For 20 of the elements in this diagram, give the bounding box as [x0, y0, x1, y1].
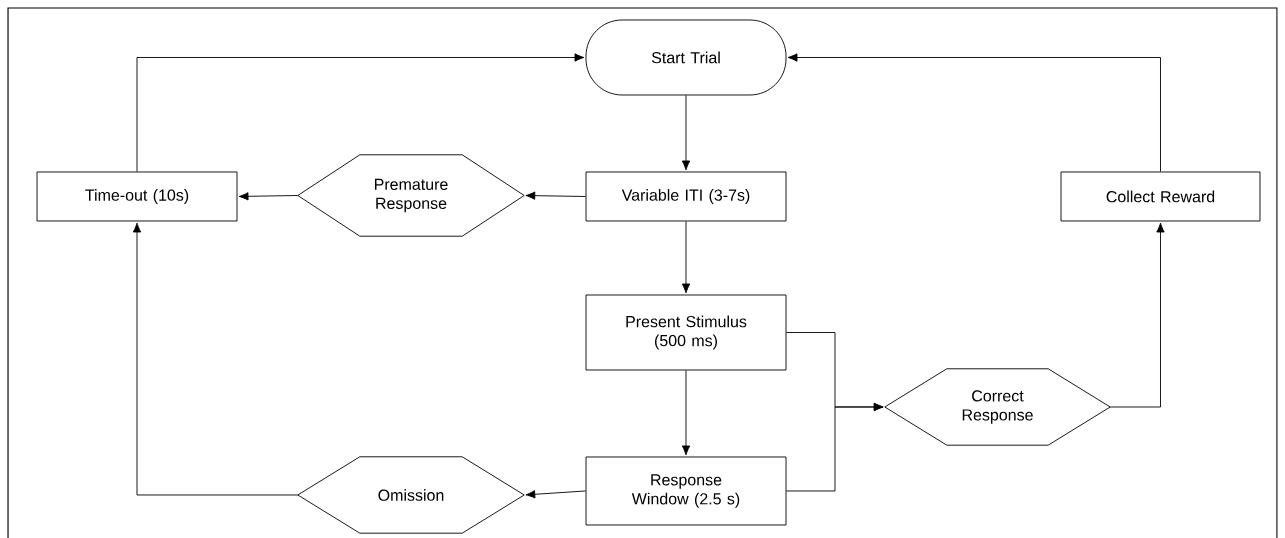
process-box: Response Window (2.5 s)	[585, 456, 787, 526]
arrow	[787, 53, 1161, 172]
arrow	[681, 221, 691, 294]
arrow	[1109, 222, 1165, 408]
start-terminal: Start Trial	[585, 19, 787, 96]
arrow	[525, 191, 586, 200]
arrow	[132, 222, 299, 496]
arrow	[238, 192, 299, 201]
process-box: Present Stimulus (500 ms)	[585, 294, 787, 371]
process-box: Variable ITI (3-7s)	[585, 171, 787, 222]
process-box: Collect Reward	[1060, 171, 1261, 222]
arrow	[681, 370, 691, 456]
arrow	[786, 402, 884, 492]
arrow	[136, 53, 585, 172]
arrow	[525, 490, 586, 499]
arrow	[681, 95, 691, 171]
decision-hexagon: Premature Response	[297, 154, 525, 237]
decision-hexagon: Correct Response	[884, 368, 1111, 446]
process-box: Time-out (10s)	[36, 171, 238, 222]
decision-hexagon: Omission	[297, 456, 525, 534]
